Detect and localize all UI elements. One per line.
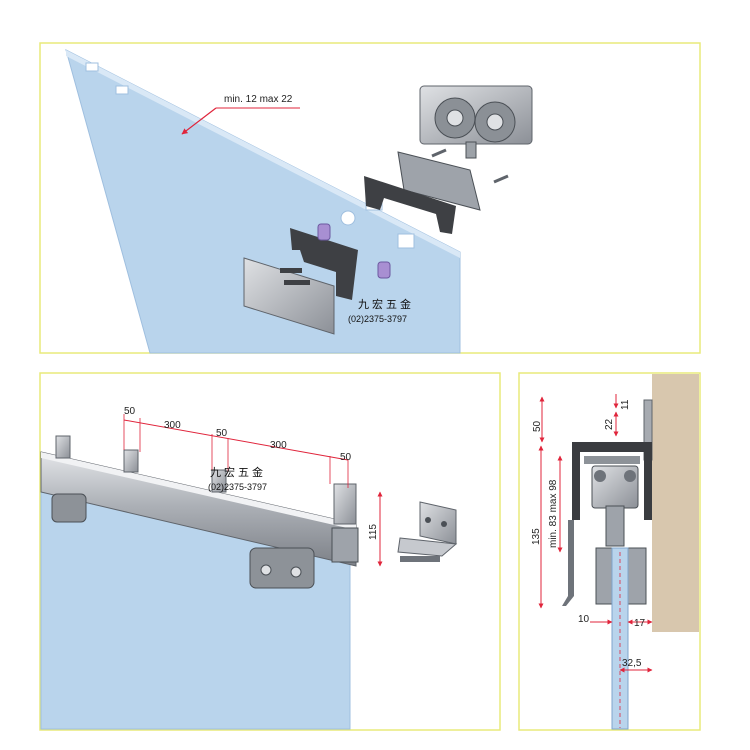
glass-notch [115, 85, 129, 95]
clamp-screw [290, 566, 302, 578]
end-stop [331, 527, 359, 563]
clamp-screw [260, 564, 272, 576]
wall-bracket [211, 469, 227, 493]
dim-50: 50 [532, 420, 543, 432]
wheel-section [594, 470, 606, 482]
wall-section [652, 374, 699, 632]
loose-wall-bracket [397, 501, 458, 562]
dim-11: 11 [620, 399, 631, 410]
glass-notch [85, 62, 99, 72]
rubber-gasket-top [364, 176, 456, 234]
watermark-cn: 九宏五金 [210, 465, 266, 479]
clamp-block [397, 151, 481, 211]
bracket-screws [400, 556, 440, 562]
thickness-label: min. 12 max 22 [224, 94, 293, 105]
dim-label: 50 [216, 428, 228, 439]
spacer-cylinder [377, 261, 391, 279]
watermark-tel: (02)2375-3797 [208, 482, 267, 492]
wall-bracket [123, 449, 139, 473]
plate-slot [284, 280, 310, 285]
glass-notch [397, 233, 415, 249]
glass-edge-highlight [66, 50, 460, 258]
wall-bracket [55, 435, 71, 459]
dim-17: 17 [634, 618, 646, 629]
spacer-cylinder [317, 223, 331, 241]
dim-range: min. 83 max 98 [548, 479, 559, 548]
cross-section-panel: 50 11 22 135 min. 83 max 98 10 17 32,5 [518, 372, 701, 731]
track-mounting-panel: 50 300 50 300 50 115 九宏五金 (02)2375-3797 [39, 372, 501, 731]
track-rail-top [41, 452, 356, 530]
dim-10: 10 [578, 614, 590, 625]
dim-label: 300 [270, 440, 287, 451]
glass-clamp-roller [249, 547, 315, 589]
roller-carriage [419, 85, 533, 159]
clamp-plate [243, 257, 335, 335]
hanger-bolt [605, 505, 625, 547]
dim-label: 50 [124, 406, 136, 417]
dim-label: 300 [164, 420, 181, 431]
watermark-cn: 九宏五金 [358, 297, 414, 311]
glass-clamp-roller [51, 493, 87, 523]
wall-bracket [333, 483, 357, 525]
dim-32-5: 32,5 [622, 658, 642, 669]
dim-135: 135 [531, 528, 542, 545]
plate-slot [280, 268, 302, 273]
exploded-assembly-panel: min. 12 max 22 九宏五金 (02)2375-3797 [39, 42, 701, 354]
height-label: 115 [368, 524, 379, 540]
thickness-arrow [181, 107, 217, 135]
dim-22: 22 [604, 418, 615, 430]
dimension-line [123, 419, 349, 461]
rail-inner [584, 456, 640, 464]
cover-profile [562, 520, 574, 606]
dim-label: 50 [340, 452, 352, 463]
rail-profile [572, 442, 652, 520]
screw-icon [493, 174, 509, 184]
screw-icon [431, 148, 447, 158]
watermark-tel: (02)2375-3797 [348, 314, 407, 324]
wheel-section [624, 470, 636, 482]
glass-hole [340, 210, 356, 226]
rubber-gasket-bottom [290, 228, 358, 300]
